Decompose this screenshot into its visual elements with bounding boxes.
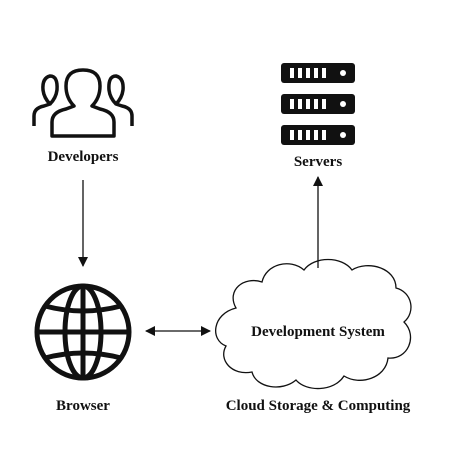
developers-label: Developers (47, 149, 119, 165)
cloud-icon (215, 258, 412, 390)
cloud-storage-label: Cloud Storage & Computing (225, 398, 411, 414)
servers-label: Servers (293, 154, 343, 170)
people-group-icon (32, 68, 134, 138)
server-rack-icon (281, 63, 355, 145)
globe-icon (34, 283, 132, 381)
browser-label: Browser (56, 398, 110, 414)
development-system-label: Development System (251, 324, 385, 340)
